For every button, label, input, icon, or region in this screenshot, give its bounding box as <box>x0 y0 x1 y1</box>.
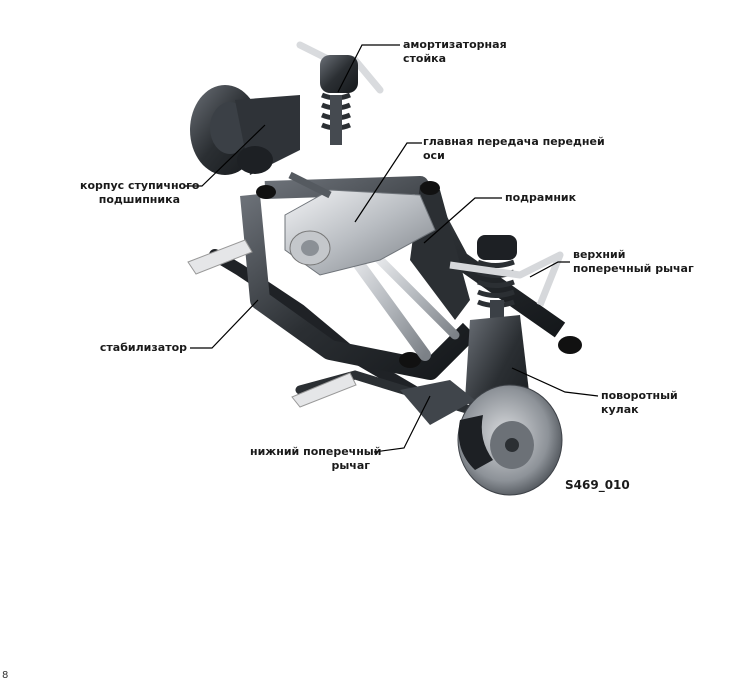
leader-hub-housing <box>184 124 266 187</box>
label-knuckle-line2: кулак <box>601 403 639 416</box>
label-upper-arm-line2: поперечный рычаг <box>573 262 694 275</box>
leader-subframe <box>423 197 502 244</box>
label-subframe: подрамник <box>505 191 576 205</box>
leader-upper-arm <box>529 261 570 278</box>
leader-stabilizer <box>190 299 259 349</box>
label-strut: амортизаторная стойка <box>403 38 507 66</box>
label-knuckle: поворотный кулак <box>601 389 678 417</box>
leader-strut <box>337 44 400 93</box>
leader-knuckle <box>511 367 599 397</box>
label-lower-arm-line2: рычаг <box>331 459 370 472</box>
leader-final-drive <box>354 142 422 223</box>
label-upper-arm: верхний поперечный рычаг <box>573 248 694 276</box>
leader-lower-arm <box>373 395 431 453</box>
label-hub-housing-line2: подшипника <box>98 193 180 206</box>
figure-code: S469_010 <box>565 478 630 492</box>
label-upper-arm-line1: верхний <box>573 248 626 261</box>
label-lower-arm: нижний поперечный рычаг <box>250 445 382 473</box>
label-final-drive-line1: главная передача передней <box>423 135 605 148</box>
label-knuckle-line1: поворотный <box>601 389 678 402</box>
label-lower-arm-line1: нижний поперечный <box>250 445 382 458</box>
label-strut-line1: амортизаторная <box>403 38 507 51</box>
label-subframe-line1: подрамник <box>505 191 577 204</box>
label-hub-housing: корпус ступичного подшипника <box>80 179 200 207</box>
label-final-drive: главная передача передней оси <box>423 135 605 163</box>
page-number: 8 <box>2 670 9 681</box>
label-hub-housing-line1: корпус ступичного <box>80 179 200 192</box>
label-stabilizer-line1: стабилизатор <box>99 341 187 354</box>
leader-lines <box>184 44 599 453</box>
label-stabilizer: стабилизатор <box>90 341 187 355</box>
label-strut-line2: стойка <box>403 52 447 65</box>
label-final-drive-line2: оси <box>423 149 445 162</box>
suspension-illustration <box>187 41 582 496</box>
